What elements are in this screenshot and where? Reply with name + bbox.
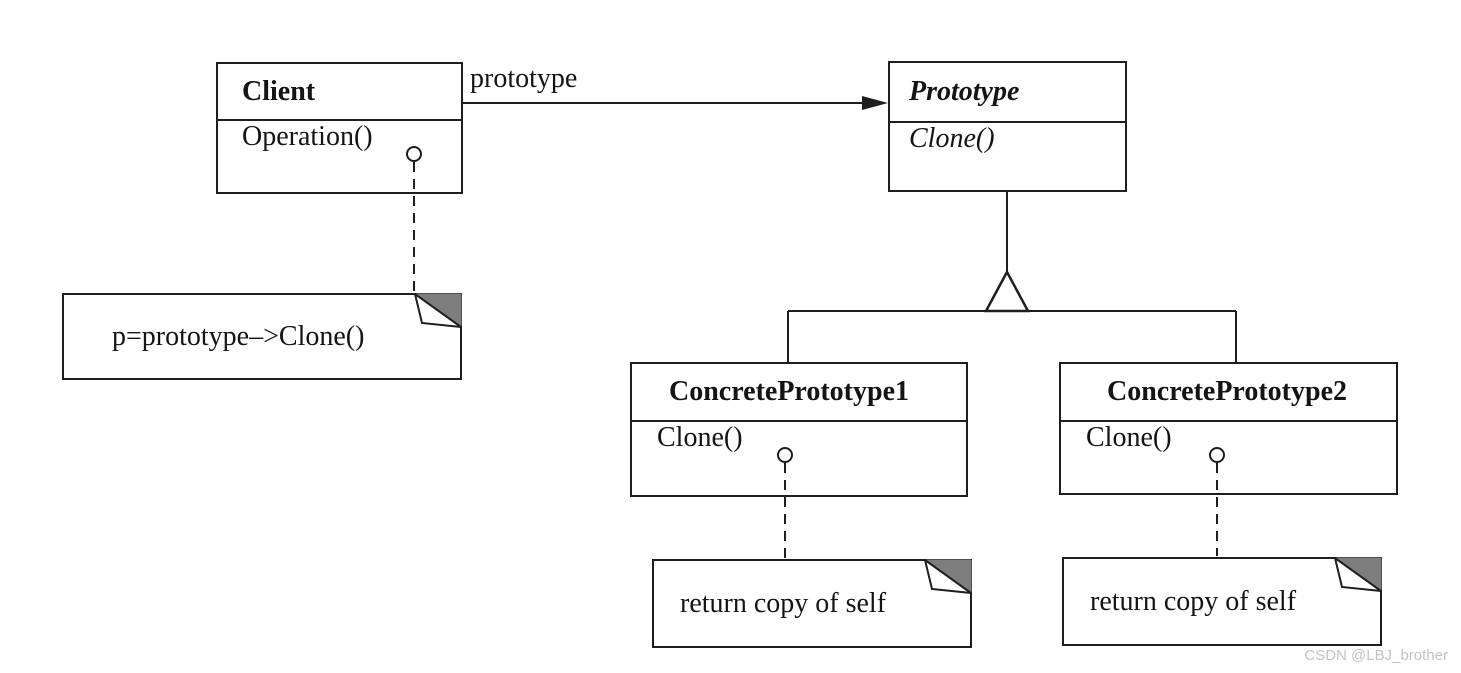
arrowhead-icon	[862, 96, 888, 110]
note-concrete2-text: return copy of self	[1090, 585, 1297, 617]
note-fold-icon	[924, 559, 972, 594]
class-box-concrete1: ConcretePrototype1 Clone()	[630, 362, 968, 497]
note-client-text: p=prototype–>Clone()	[112, 320, 365, 352]
note-client: p=prototype–>Clone()	[62, 293, 462, 380]
class-method-concrete2: Clone()	[1086, 422, 1172, 453]
association-arrow	[463, 96, 888, 110]
class-name-prototype: Prototype	[890, 63, 1125, 123]
watermark-text: CSDN @LBJ_brother	[1304, 647, 1448, 664]
note-fold-icon	[1334, 557, 1382, 592]
class-name-concrete1: ConcretePrototype1	[632, 364, 966, 422]
class-method-concrete1: Clone()	[657, 422, 743, 453]
class-method-prototype: Clone()	[909, 123, 995, 154]
note-concrete2: return copy of self	[1062, 557, 1382, 646]
inheritance-connector	[787, 192, 1237, 362]
class-name-concrete2: ConcretePrototype2	[1061, 364, 1396, 422]
class-box-concrete2: ConcretePrototype2 Clone()	[1059, 362, 1398, 495]
association-label: prototype	[470, 63, 578, 94]
note-concrete1-text: return copy of self	[680, 587, 887, 619]
note-concrete1: return copy of self	[652, 559, 972, 648]
class-box-client: Client Operation()	[216, 62, 463, 194]
class-method-client: Operation()	[242, 121, 373, 152]
note-fold-icon	[414, 293, 462, 328]
class-name-client: Client	[218, 64, 461, 121]
class-box-prototype: Prototype Clone()	[888, 61, 1127, 192]
inheritance-triangle-icon	[983, 269, 1031, 313]
